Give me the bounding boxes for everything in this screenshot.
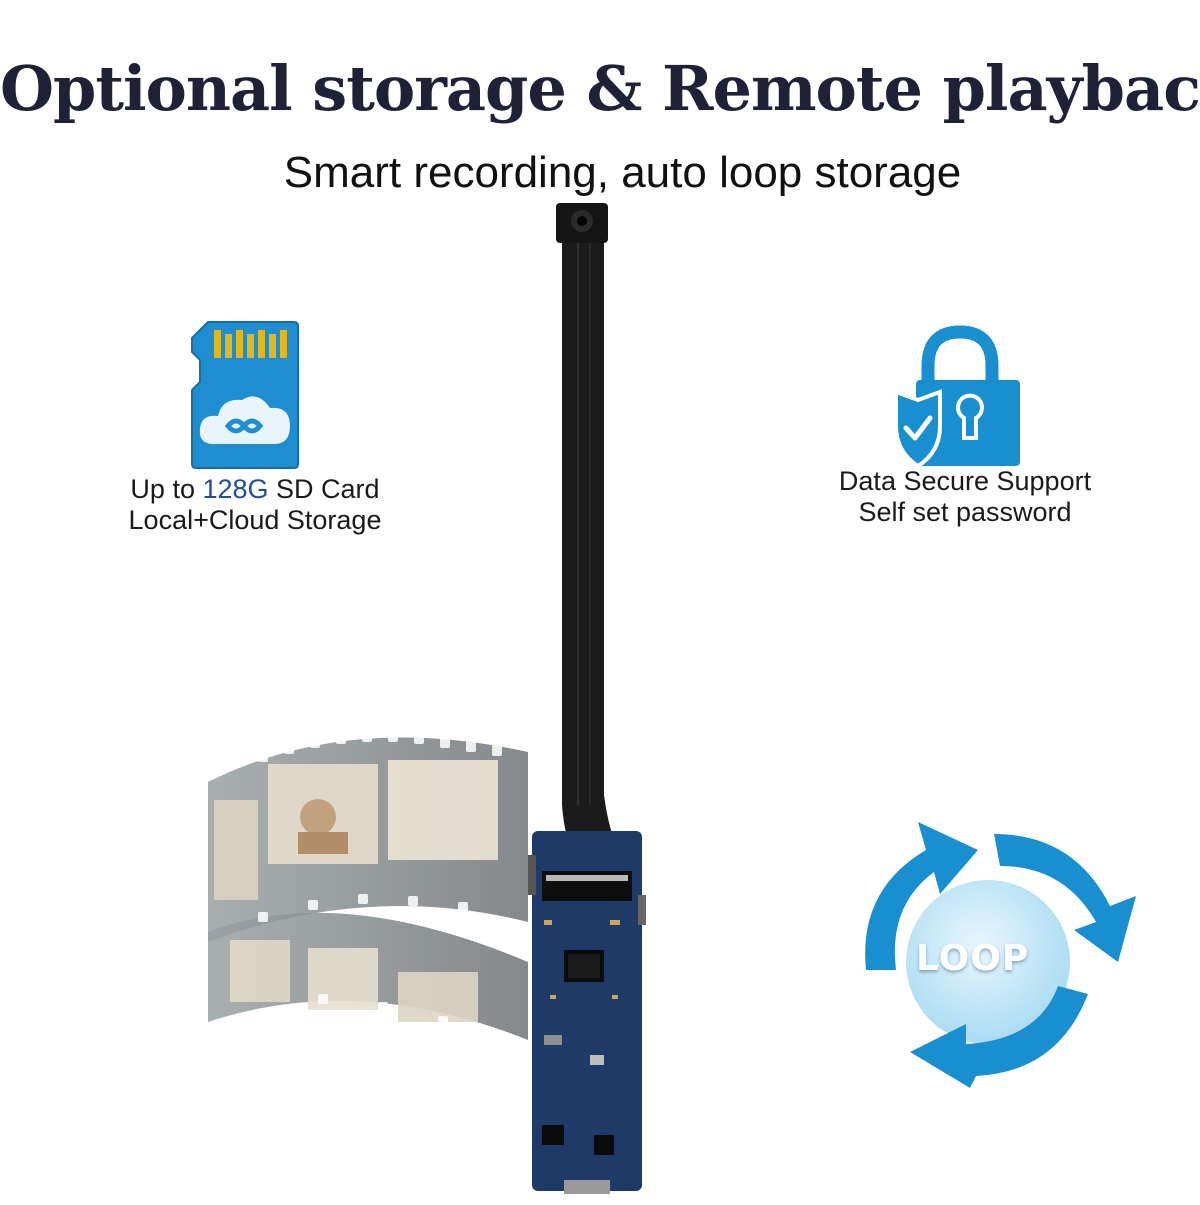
- camera-lens-icon: [556, 203, 608, 243]
- security-caption: Data Secure Support Self set password: [810, 466, 1120, 528]
- film-strip-illustration: [208, 730, 528, 1040]
- padlock-shield-icon: [894, 325, 1020, 469]
- page-title: Optional storage & Remote playback: [0, 52, 1200, 125]
- film-frame: [214, 760, 498, 900]
- loop-arrows-icon: [865, 822, 1136, 1088]
- page-subtitle: Smart recording, auto loop storage: [283, 148, 962, 197]
- storage-caption: Up to 128G SD Card Local+Cloud Storage: [90, 474, 420, 536]
- pcb-board-icon: [528, 831, 646, 1194]
- storage-capacity-highlight: 128G: [202, 474, 269, 504]
- camera-module-illustration: [528, 203, 646, 1194]
- security-caption-line1: Data Secure Support: [838, 466, 1092, 496]
- security-caption-line2: Self set password: [858, 497, 1072, 527]
- storage-caption-line1: Up to 128G SD Card: [130, 474, 380, 504]
- storage-caption-line2: Local+Cloud Storage: [128, 505, 382, 535]
- sd-card-cloud-icon: [191, 321, 299, 469]
- loop-label: LOOP: [916, 938, 1030, 979]
